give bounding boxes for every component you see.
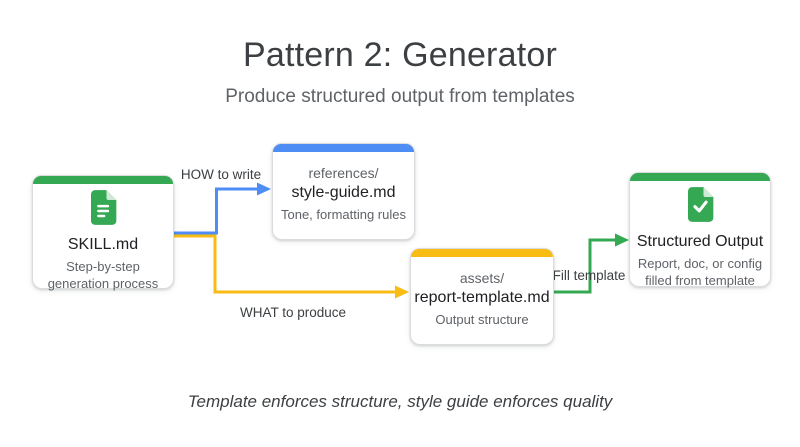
accent-bar — [273, 144, 414, 152]
node-description: Output structure — [435, 312, 529, 328]
node-description: Step-by-step generation process — [47, 259, 159, 292]
node-body: assets/ report-template.md Output struct… — [411, 257, 553, 344]
node-body: references/ style-guide.md Tone, formatt… — [273, 152, 414, 239]
document-lines-icon — [87, 190, 119, 230]
node-structured-output: Structured Output Report, doc, or config… — [629, 172, 771, 288]
node-title: SKILL.md — [67, 236, 139, 253]
accent-bar — [33, 176, 173, 184]
arrow-fill-template — [552, 238, 616, 294]
arrow-how-to-write — [172, 187, 258, 235]
document-check-icon — [684, 187, 716, 227]
page-subtitle: Produce structured output from templates — [225, 86, 575, 107]
arrowhead-how-to-write-icon — [257, 182, 271, 196]
node-body: SKILL.md Step-by-step generation process — [33, 184, 173, 300]
edge-label-fill-template: Fill template — [552, 268, 626, 283]
arrowhead-fill-template-icon — [615, 233, 629, 247]
arrowhead-what-to-produce-icon — [395, 285, 409, 299]
node-title: style-guide.md — [291, 184, 396, 202]
node-report-template-md: assets/ report-template.md Output struct… — [410, 248, 554, 345]
node-skill-md: SKILL.md Step-by-step generation process — [32, 175, 174, 291]
page-title: Pattern 2: Generator — [243, 36, 557, 74]
edge-label-how-to-write: HOW to write — [180, 167, 262, 182]
node-title: report-template.md — [414, 289, 550, 307]
node-folder-path: references/ — [308, 165, 379, 182]
node-title: Structured Output — [636, 233, 764, 250]
node-description: Tone, formatting rules — [280, 207, 406, 223]
edge-label-what-to-produce: WHAT to produce — [239, 305, 347, 320]
node-description: Report, doc, or config filled from templ… — [637, 256, 763, 289]
accent-bar — [630, 173, 770, 181]
node-style-guide-md: references/ style-guide.md Tone, formatt… — [272, 143, 415, 240]
arrow-what-to-produce — [172, 234, 396, 294]
footer-caption: Template enforces structure, style guide… — [187, 392, 613, 411]
accent-bar — [411, 249, 553, 257]
node-body: Structured Output Report, doc, or config… — [630, 181, 770, 297]
node-folder-path: assets/ — [459, 270, 505, 287]
